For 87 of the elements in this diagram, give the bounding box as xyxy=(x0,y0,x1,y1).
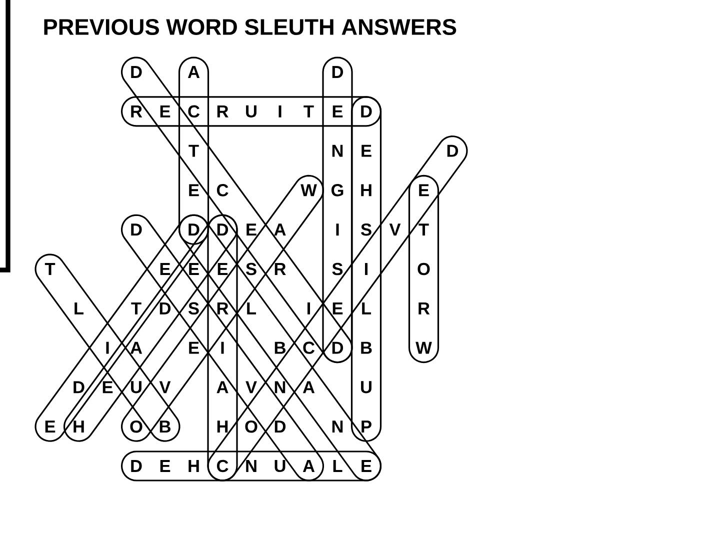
grid-letter: E xyxy=(419,184,429,196)
grid-letter: D xyxy=(217,224,228,236)
grid-letter: T xyxy=(44,263,56,275)
grid-letter: E xyxy=(332,302,343,314)
grid-letter: R xyxy=(131,105,142,118)
title: PREVIOUS WORD SLEUTH ANSWERS xyxy=(44,18,456,36)
grid-letter: R xyxy=(217,302,228,314)
grid-letter: I xyxy=(365,263,368,275)
grid-letter: D xyxy=(332,342,344,354)
grid-letter: D xyxy=(447,144,458,157)
grid-letter: V xyxy=(159,381,171,394)
grid-letter: B xyxy=(160,420,170,433)
grid-letter: E xyxy=(362,460,372,472)
grid-letter: W xyxy=(300,184,317,196)
grid-letter: C xyxy=(303,342,315,354)
grid-letter: H xyxy=(188,460,199,472)
grid-letter: A xyxy=(302,460,315,472)
grid-letter: R xyxy=(217,105,228,118)
grid-letter: D xyxy=(274,420,286,433)
grid-letter: H xyxy=(361,184,372,196)
grid-letter: L xyxy=(362,302,372,314)
grid-letter: E xyxy=(218,263,228,275)
grid-letter: I xyxy=(278,105,282,118)
grid-letter: V xyxy=(246,381,257,394)
grid-letter: R xyxy=(418,302,430,314)
grid-letter: V xyxy=(389,224,401,236)
grid-letter: C xyxy=(216,460,228,472)
grid-letter: N xyxy=(274,381,286,394)
grid-letter: I xyxy=(336,224,339,236)
grid-letter: A xyxy=(274,224,286,236)
grid-letter: S xyxy=(332,262,343,276)
grid-letter: E xyxy=(102,381,113,394)
grid-letter: U xyxy=(274,460,286,472)
grid-letter: D xyxy=(131,66,142,78)
grid-letter: U xyxy=(246,105,256,118)
grid-letter: H xyxy=(74,420,84,433)
grid-letter: I xyxy=(221,342,224,354)
grid-letter: S xyxy=(360,223,372,236)
grid-letter: C xyxy=(188,105,200,118)
grid-letter: T xyxy=(131,302,142,314)
grid-letter: W xyxy=(416,342,432,354)
grid-letter: T xyxy=(188,144,199,157)
grid-letter: P xyxy=(362,420,372,433)
grid-letter: L xyxy=(333,460,342,472)
grid-letter: I xyxy=(308,302,310,314)
grid-letter: I xyxy=(106,342,109,354)
grid-letter: R xyxy=(274,263,286,275)
grid-letter: S xyxy=(246,262,256,276)
grid-letter: E xyxy=(332,105,343,118)
grid-letter: E xyxy=(189,342,199,354)
grid-letter: N xyxy=(246,460,256,472)
grid-letter: C xyxy=(216,184,228,196)
grid-letter: A xyxy=(302,381,315,394)
grid-letter: U xyxy=(131,381,142,394)
grid-letter: O xyxy=(245,420,258,433)
grid-letter: B xyxy=(274,342,286,354)
grid-letter: D xyxy=(188,224,200,236)
grid-letter: E xyxy=(189,263,199,275)
grid-letter: L xyxy=(247,302,256,314)
grid-letter: G xyxy=(331,184,344,196)
grid-letter: O xyxy=(130,420,142,433)
grid-letter: E xyxy=(160,460,170,472)
grid-letter: E xyxy=(189,184,199,196)
grid-letter: A xyxy=(188,66,200,78)
grid-letter: D xyxy=(131,460,142,472)
grid-letter: D xyxy=(131,224,142,236)
grid-letter: E xyxy=(45,420,56,433)
grid-letter: E xyxy=(246,224,256,236)
grid-letter: B xyxy=(361,342,372,354)
grid-letter: D xyxy=(74,381,84,394)
grid-letter: T xyxy=(418,224,429,236)
grid-letter: O xyxy=(418,262,430,276)
grid-letter: T xyxy=(304,105,314,118)
grid-letter: A xyxy=(216,381,228,394)
grid-letter: L xyxy=(74,302,84,314)
grid-letter: N xyxy=(332,144,343,157)
grid-letter: N xyxy=(332,420,343,433)
grid-letter: H xyxy=(217,420,228,433)
grid-letter: D xyxy=(361,105,372,118)
grid-letter: E xyxy=(160,263,170,275)
grid-letter: A xyxy=(130,342,142,354)
grid-letter: D xyxy=(332,66,344,78)
grid-letter: E xyxy=(362,144,372,157)
grid-letter: D xyxy=(160,302,171,314)
grid-letter: S xyxy=(188,302,199,315)
grid-letter: E xyxy=(160,105,170,118)
grid-letter: U xyxy=(361,381,372,394)
